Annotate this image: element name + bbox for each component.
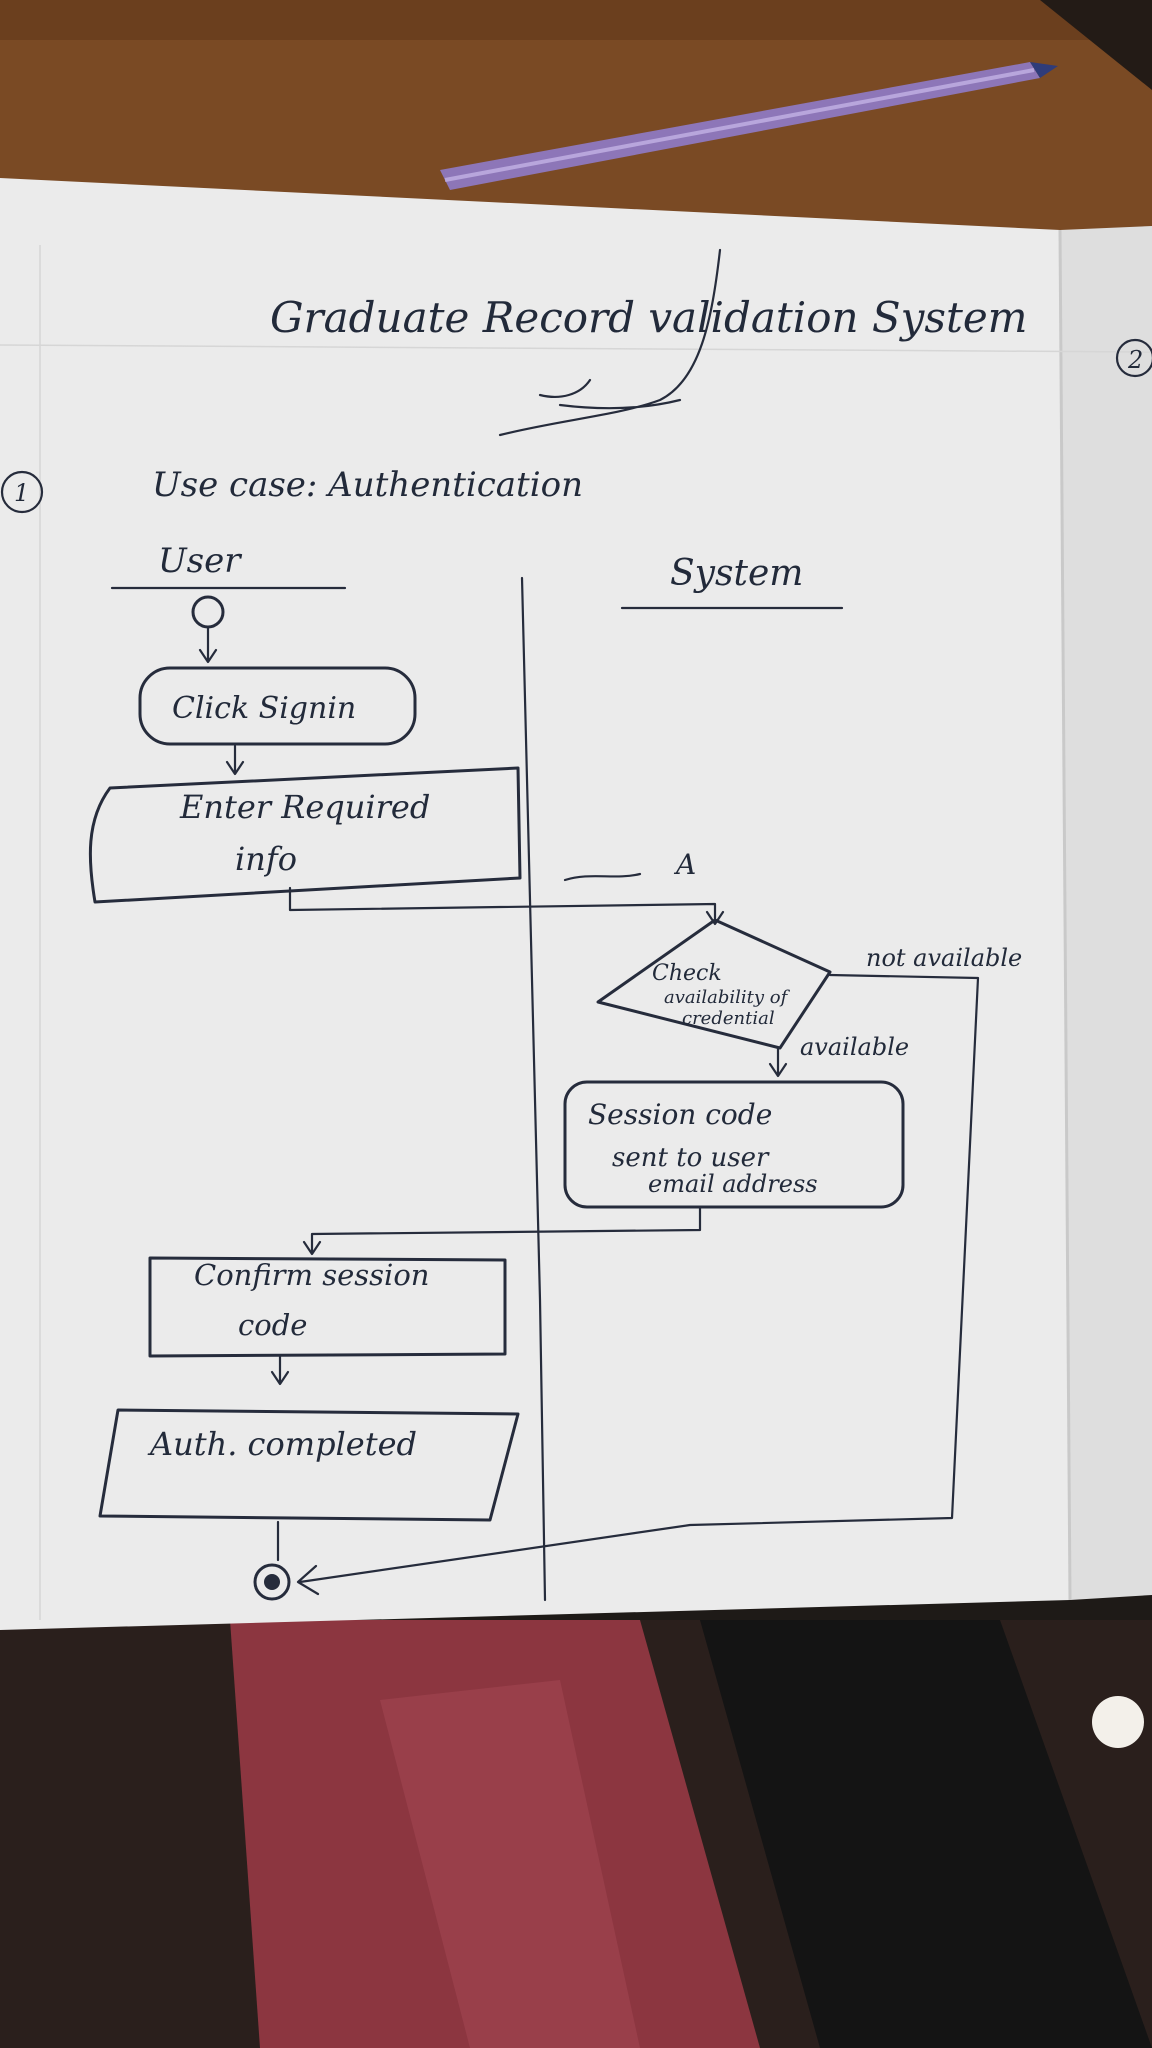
- label-available: available: [800, 1033, 909, 1061]
- pencil: [440, 62, 1058, 190]
- node-session-line2: sent to user: [612, 1143, 770, 1173]
- node-check-line3: credential: [682, 1008, 775, 1029]
- lane-divider: [520, 576, 547, 1602]
- scribble-mark: [498, 248, 722, 437]
- node-session-line1: Session code: [588, 1098, 772, 1131]
- notebook-page: [0, 178, 1070, 1630]
- lane-system-label: System: [670, 553, 803, 594]
- arrow-info-to-check: [288, 886, 725, 926]
- diagram-title: Graduate Record validation System: [270, 293, 1028, 342]
- page-fold: [1058, 229, 1072, 1601]
- ruled-lines: [0, 245, 1151, 1620]
- dark-fabric: [700, 1620, 1152, 2048]
- node-confirm-session: [148, 1256, 507, 1358]
- next-page-edge: [1060, 226, 1152, 1600]
- cloth-fold: [380, 1680, 640, 2048]
- desk-corner: [1040, 0, 1152, 90]
- light-glare: [1092, 1696, 1144, 1748]
- node-session-code: [563, 1080, 905, 1209]
- node-session-line3: email address: [648, 1170, 818, 1198]
- arrow-confirm-to-auth: [270, 1354, 290, 1386]
- arrow-signin-to-info: [225, 744, 245, 776]
- node-auth-label: Auth. completed: [147, 1425, 417, 1463]
- arrow-session-to-confirm: [302, 1206, 702, 1256]
- section-number: 1: [14, 479, 29, 507]
- node-click-signin-label: Click Signin: [172, 691, 356, 726]
- use-case-subtitle: Use case: Authentication: [152, 465, 583, 505]
- node-check-availability: [596, 918, 832, 1050]
- desk-shade: [0, 0, 1152, 40]
- node-enter-info-line1: Enter Required: [179, 788, 430, 826]
- node-confirm-line1: Confirm session: [194, 1258, 429, 1292]
- node-auth-completed: [98, 1408, 520, 1522]
- label-not-available: not available: [866, 944, 1022, 972]
- node-check-line2: availability of: [664, 987, 791, 1008]
- section-number-badge: 1: [0, 470, 44, 514]
- node-confirm-line2: code: [238, 1308, 307, 1342]
- arrow-start-to-signin: [198, 626, 218, 664]
- page-number: 2: [1127, 346, 1143, 374]
- node-enter-info-line2: info: [235, 840, 297, 878]
- node-check-line1: Check: [652, 961, 722, 986]
- arrow-not-available-to-end: [296, 973, 980, 1596]
- strikethrough-scribble: [563, 872, 642, 882]
- end-node-outer: [253, 1563, 291, 1601]
- page-number-badge: 2: [1115, 338, 1152, 378]
- lane-user-label: User: [158, 541, 242, 581]
- arrow-check-to-session: [768, 1046, 788, 1078]
- connector-label-a: A: [673, 848, 696, 881]
- node-click-signin: [138, 666, 417, 746]
- end-node-inner: [264, 1574, 280, 1590]
- node-enter-info: [88, 766, 522, 904]
